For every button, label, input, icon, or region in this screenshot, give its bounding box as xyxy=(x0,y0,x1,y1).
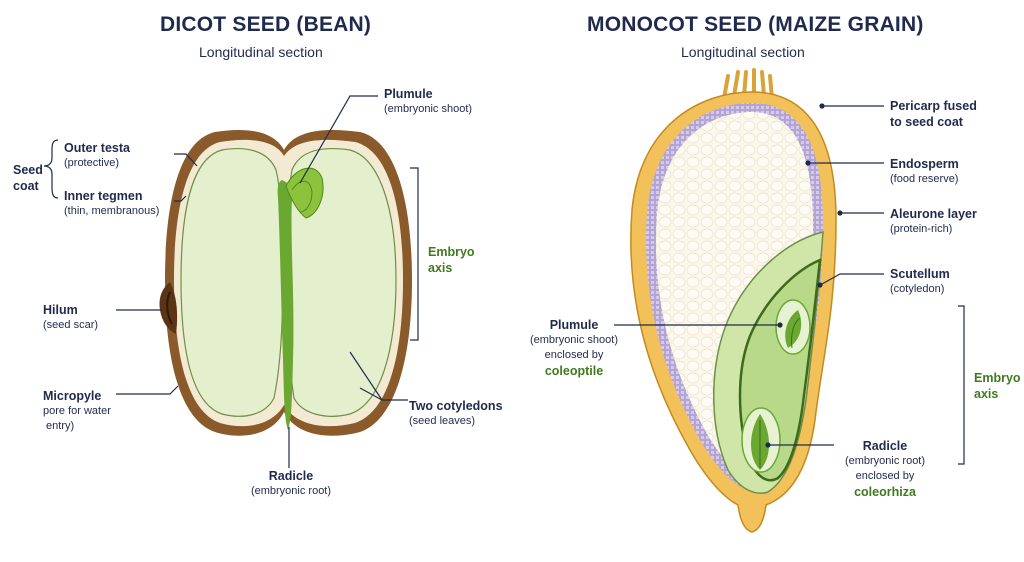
dicot-seed xyxy=(159,129,412,436)
outer-testa-label: Outer testa (protective) xyxy=(64,140,130,171)
monocot-plumule-name: Plumule xyxy=(549,318,599,332)
monocot-embryo-axis-label: Embryo axis xyxy=(974,371,1021,401)
pericarp-label: Pericarp fused to seed coat xyxy=(890,99,977,129)
monocot-subtitle: Longitudinal section xyxy=(681,44,805,60)
hilum-label: Hilum (seed scar) xyxy=(43,302,98,333)
inner-tegmen-name: Inner tegmen xyxy=(64,189,143,203)
monocot-leader-lines xyxy=(614,103,965,465)
aleurone-name: Aleurone layer xyxy=(890,207,977,221)
dicot-leader-lines xyxy=(43,95,419,468)
dicot-plumule-desc: (embryonic shoot) xyxy=(384,103,473,115)
dicot-title: DICOT SEED (BEAN) xyxy=(160,13,372,36)
coleorhiza-label: coleorhiza xyxy=(854,485,916,499)
monocot-radicle-label: Radicle (embryonic root) enclosed by col… xyxy=(836,438,934,500)
cotyledons-name: Two cotyledons xyxy=(409,399,503,413)
hilum-desc: (seed scar) xyxy=(43,319,99,331)
monocot-plumule-desc: (embryonic shoot) enclosed by xyxy=(529,334,619,361)
endosperm-name: Endosperm xyxy=(890,157,959,171)
scutellum-label: Scutellum (cotyledon) xyxy=(890,266,950,297)
maize-silk-tip xyxy=(722,68,774,100)
aleurone-desc: (protein-rich) xyxy=(890,223,953,235)
coleoptile-label: coleoptile xyxy=(544,364,604,378)
dicot-plumule xyxy=(285,167,324,219)
micropyle-desc: pore for water entry) xyxy=(43,405,111,432)
aleurone-label: Aleurone layer (protein-rich) xyxy=(890,206,977,237)
inner-tegmen-desc: (thin, membranous) xyxy=(64,205,160,217)
dicot-radicle-label: Radicle (embryonic root) xyxy=(243,468,339,499)
dicot-radicle-name: Radicle xyxy=(268,469,314,483)
dicot-cotyledon-left xyxy=(180,148,284,417)
outer-testa-name: Outer testa xyxy=(64,141,130,155)
endosperm-desc: (food reserve) xyxy=(890,173,959,185)
dicot-plumule-label: Plumule (embryonic shoot) xyxy=(384,86,472,117)
scutellum-name: Scutellum xyxy=(890,267,950,281)
micropyle-name: Micropyle xyxy=(43,389,102,403)
cotyledons-desc: (seed leaves) xyxy=(409,415,476,427)
dicot-subtitle: Longitudinal section xyxy=(199,44,323,60)
endosperm-label: Endosperm (food reserve) xyxy=(890,156,959,187)
dicot-hilum xyxy=(159,282,178,334)
hilum-name: Hilum xyxy=(43,303,78,317)
dicot-plumule-name: Plumule xyxy=(384,87,433,101)
dicot-radicle-desc: (embryonic root) xyxy=(250,485,332,497)
monocot-radicle-name: Radicle xyxy=(862,439,908,453)
monocot-title: MONOCOT SEED (MAIZE GRAIN) xyxy=(587,13,924,36)
scutellum-desc: (cotyledon) xyxy=(890,283,945,295)
cotyledons-label: Two cotyledons (seed leaves) xyxy=(409,398,503,429)
monocot-seed xyxy=(630,68,837,533)
inner-tegmen-label: Inner tegmen (thin, membranous) xyxy=(64,188,159,219)
seed-coat-label: Seed coat xyxy=(13,163,43,193)
monocot-plumule-label: Plumule (embryonic shoot) enclosed by co… xyxy=(528,317,620,379)
monocot-radicle-desc: (embryonic root) enclosed by xyxy=(844,455,926,482)
dicot-embryo-axis-label: Embryo axis xyxy=(428,245,475,275)
micropyle-label: Micropyle pore for water entry) xyxy=(43,388,111,434)
dicot-embryo-axis xyxy=(277,180,294,430)
outer-testa-desc: (protective) xyxy=(64,157,120,169)
